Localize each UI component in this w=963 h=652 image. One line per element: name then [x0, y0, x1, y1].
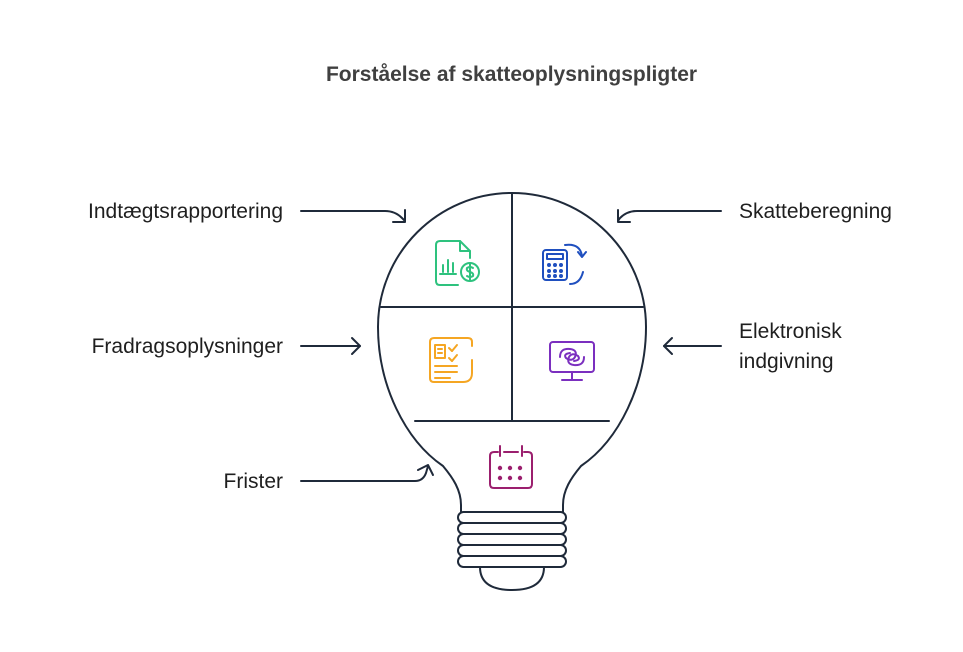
- label-income: Indtægtsrapportering: [88, 200, 283, 223]
- checklist-document-icon: [429, 337, 473, 383]
- bulb-thread: [457, 533, 567, 546]
- arrow-deductions: [300, 337, 361, 355]
- bulb-tip: [479, 566, 545, 591]
- bulb-thread: [457, 555, 567, 568]
- label-deductions: Fradragsoplysninger: [91, 335, 283, 358]
- label-deadlines: Frister: [223, 470, 284, 493]
- label-efiling: Elektronisk indgivning: [739, 317, 842, 377]
- document-chart-dollar-icon: [435, 240, 480, 286]
- arrow-deadlines: [300, 464, 434, 482]
- bulb-thread: [457, 522, 567, 535]
- label-tax-calc: Skatteberegning: [739, 200, 892, 223]
- calculator-refresh-icon: [542, 243, 587, 285]
- calendar-icon: [489, 445, 533, 489]
- arrow-income: [300, 209, 406, 223]
- arrow-tax-calc: [617, 209, 722, 223]
- arrow-efiling: [663, 337, 722, 355]
- monitor-icon: [549, 341, 595, 381]
- page-title: Forståelse af skatteoplysningspligter: [325, 63, 698, 86]
- bulb-thread: [457, 511, 567, 524]
- label-efiling-line1: Elektronisk: [739, 320, 842, 343]
- bulb-thread: [457, 544, 567, 557]
- label-efiling-line2: indgivning: [739, 350, 834, 373]
